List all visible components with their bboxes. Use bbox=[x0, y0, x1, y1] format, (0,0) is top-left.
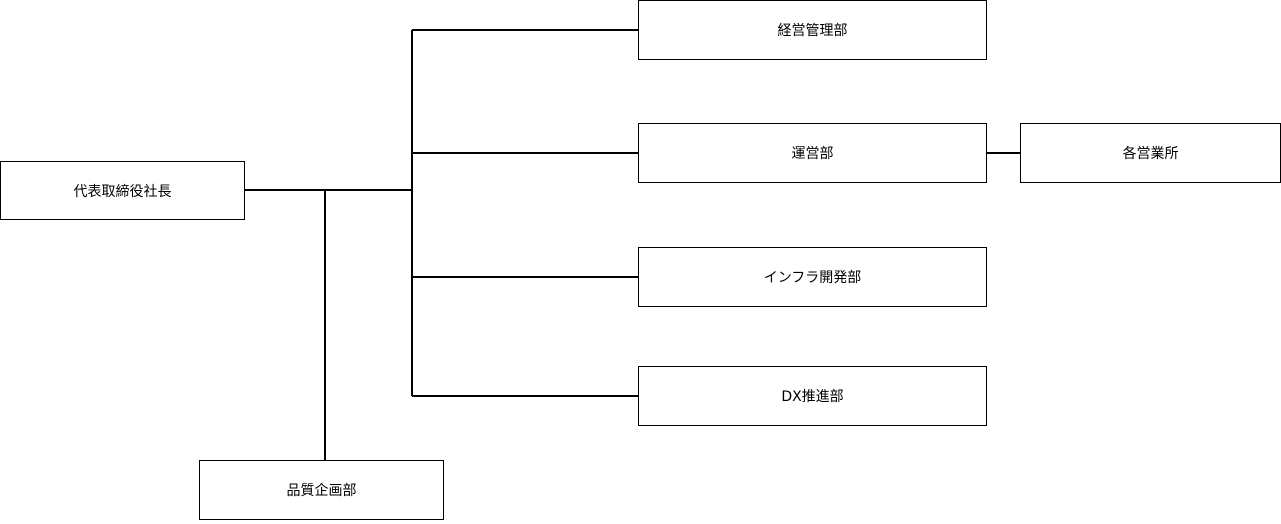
node-dx-label: DX推進部 bbox=[781, 389, 844, 405]
node-dx: DX推進部 bbox=[638, 366, 987, 426]
node-infrastructure-label: インフラ開発部 bbox=[763, 270, 862, 286]
node-branches-label: 各営業所 bbox=[1122, 146, 1179, 162]
node-operations: 運営部 bbox=[638, 123, 987, 183]
node-management-label: 経営管理部 bbox=[777, 23, 848, 39]
node-ceo: 代表取締役社長 bbox=[0, 161, 245, 220]
node-infrastructure: インフラ開発部 bbox=[638, 247, 987, 307]
node-quality-label: 品質企画部 bbox=[286, 483, 357, 499]
node-ceo-label: 代表取締役社長 bbox=[73, 183, 172, 200]
node-branches: 各営業所 bbox=[1020, 123, 1281, 183]
node-operations-label: 運営部 bbox=[791, 146, 834, 162]
node-quality: 品質企画部 bbox=[199, 460, 444, 520]
node-management: 経営管理部 bbox=[638, 0, 987, 60]
